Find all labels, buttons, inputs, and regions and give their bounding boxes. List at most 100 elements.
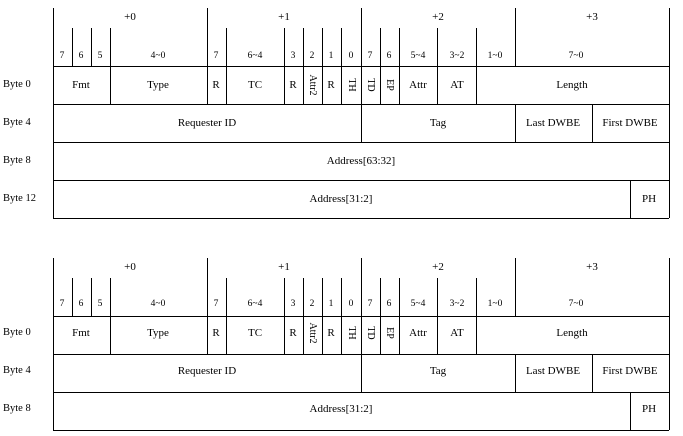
byte-label: +1 — [278, 261, 290, 273]
row-label: Byte 0 — [3, 79, 31, 90]
field-requester-id: Requester ID — [177, 117, 237, 129]
bit-tick — [91, 278, 92, 316]
bit-label: 7 — [213, 51, 219, 61]
bit-label: 5 — [97, 299, 103, 309]
field-type: Type — [147, 79, 169, 91]
bit-label: 3~2 — [449, 299, 465, 309]
table-border — [53, 66, 54, 218]
row-label: Byte 8 — [3, 155, 31, 166]
bit-label: 1~0 — [487, 51, 503, 61]
field-divider — [380, 316, 381, 354]
bit-tick — [303, 28, 304, 66]
byte-divider — [669, 8, 670, 66]
field-td: TD — [365, 78, 376, 92]
table-border — [669, 66, 670, 218]
field-reserved: R — [289, 79, 297, 91]
field-th: TH — [346, 326, 357, 340]
bit-label: 2 — [309, 299, 315, 309]
field-divider — [303, 316, 304, 354]
field-address-low: Address[31:2] — [309, 403, 373, 415]
bit-label: 7 — [59, 51, 65, 61]
bit-label: 3~2 — [449, 51, 465, 61]
field-reserved: R — [289, 327, 297, 339]
row-border — [53, 142, 669, 143]
field-ph: PH — [641, 403, 657, 415]
field-reserved: R — [327, 327, 335, 339]
field-divider — [110, 316, 111, 354]
bit-tick — [380, 278, 381, 316]
bit-label: 6 — [386, 299, 392, 309]
field-divider — [361, 316, 362, 354]
bit-tick — [284, 28, 285, 66]
bit-label: 5~4 — [410, 299, 426, 309]
field-at: AT — [450, 79, 464, 91]
field-attr2: Attr2 — [307, 74, 318, 96]
field-divider — [110, 66, 111, 104]
bit-label: 4~0 — [150, 51, 166, 61]
byte-label: +2 — [432, 261, 444, 273]
bit-tick — [110, 278, 111, 316]
field-first-dwbe: First DWBE — [602, 365, 658, 377]
bit-tick — [399, 278, 400, 316]
field-divider — [437, 316, 438, 354]
field-divider — [207, 316, 208, 354]
bit-tick — [399, 28, 400, 66]
bit-label: 6 — [386, 51, 392, 61]
byte-label: +2 — [432, 11, 444, 23]
row-label: Byte 0 — [3, 327, 31, 338]
field-divider — [361, 104, 362, 142]
field-first-dwbe: First DWBE — [602, 117, 658, 129]
field-tag: Tag — [429, 117, 447, 129]
bit-tick — [437, 278, 438, 316]
field-ep: EP — [384, 79, 395, 91]
bit-tick — [476, 278, 477, 316]
field-reserved: R — [327, 79, 335, 91]
field-ph: PH — [641, 193, 657, 205]
field-divider — [592, 104, 593, 142]
byte-divider — [53, 8, 54, 66]
byte-label: +0 — [124, 261, 136, 273]
bit-label: 7~0 — [568, 299, 584, 309]
row-border — [53, 430, 669, 431]
bit-tick — [303, 278, 304, 316]
byte-label: +3 — [586, 261, 598, 273]
field-divider — [515, 354, 516, 392]
bit-label: 7 — [367, 299, 373, 309]
field-divider — [399, 316, 400, 354]
bit-label: 2 — [309, 51, 315, 61]
field-type: Type — [147, 327, 169, 339]
field-address-high: Address[63:32] — [326, 155, 396, 167]
bit-tick — [284, 278, 285, 316]
bit-tick — [380, 28, 381, 66]
bit-label: 7 — [59, 299, 65, 309]
byte-label: +3 — [586, 11, 598, 23]
byte-divider — [361, 8, 362, 66]
field-divider — [437, 66, 438, 104]
byte-divider — [361, 258, 362, 316]
field-divider — [399, 66, 400, 104]
bit-tick — [226, 278, 227, 316]
bit-tick — [341, 28, 342, 66]
byte-divider — [515, 8, 516, 66]
row-border — [53, 392, 669, 393]
bit-tick — [341, 278, 342, 316]
bit-label: 4~0 — [150, 299, 166, 309]
bit-label: 3 — [290, 51, 296, 61]
row-label: Byte 4 — [3, 117, 31, 128]
field-divider — [303, 66, 304, 104]
bit-tick — [72, 278, 73, 316]
bit-label: 7 — [213, 299, 219, 309]
table-border — [669, 316, 670, 430]
bit-tick — [322, 28, 323, 66]
field-divider — [361, 354, 362, 392]
field-divider — [630, 180, 631, 218]
field-ep: EP — [384, 327, 395, 339]
bit-label: 7~0 — [568, 51, 584, 61]
field-divider — [284, 66, 285, 104]
field-fmt: Fmt — [72, 79, 90, 91]
table-border — [53, 316, 54, 430]
field-divider — [207, 66, 208, 104]
field-divider — [322, 316, 323, 354]
field-length: Length — [556, 79, 588, 91]
bit-label: 1 — [328, 299, 334, 309]
